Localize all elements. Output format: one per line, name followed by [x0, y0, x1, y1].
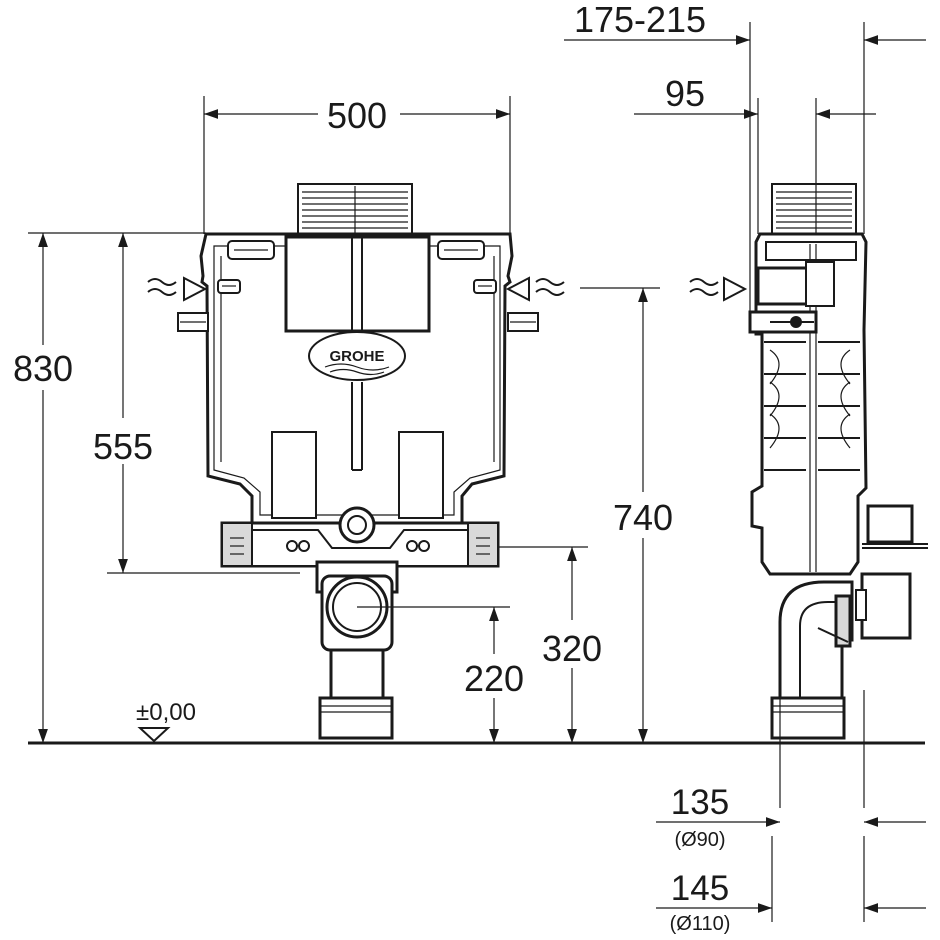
pipe110-label: 145 [671, 869, 729, 908]
water-inlet-right [473, 279, 497, 294]
outlet-high-label: 320 [542, 628, 602, 669]
dim-height-830: 830 [13, 232, 206, 743]
overall-height-label: 830 [13, 348, 73, 389]
outlet-low-label: 220 [464, 658, 524, 699]
dim-pipe-135: 135 (Ø90) [656, 690, 926, 851]
side-valve [756, 261, 835, 307]
mounting-rail [220, 521, 500, 568]
pipe90-diameter-label: (Ø90) [674, 829, 725, 851]
top-slot-left [227, 240, 275, 260]
wall-depth-label: 175-215 [574, 0, 706, 40]
water-inlet-icon-right [505, 276, 660, 302]
pipe90-label: 135 [671, 783, 729, 822]
svg-text:GROHE: GROHE [329, 348, 384, 365]
depth-label: 95 [665, 73, 705, 114]
side-bracket [748, 310, 818, 334]
dim-pipe-145: 145 (Ø110) [656, 836, 926, 935]
dim-height-740: 740 [613, 288, 673, 743]
frame-height-label: 740 [613, 497, 673, 538]
side-water-inlet-icon [689, 276, 748, 302]
dim-width-500: 500 [203, 95, 511, 234]
water-inlet-left [217, 279, 241, 294]
side-grille [771, 183, 857, 235]
brand-logo: GROHE [308, 331, 406, 381]
water-inlet-icon-left [147, 276, 208, 302]
dim-height-220: 220 [357, 606, 524, 743]
dim-depth-175-215: 175-215 [564, 0, 926, 312]
flush-plate-opening [284, 235, 431, 333]
floor-level-mark: ±0,00 [136, 699, 196, 743]
side-drain-elbow [770, 580, 854, 740]
front-grille [297, 183, 413, 235]
dim-depth-95: 95 [634, 73, 876, 234]
top-slot-right [437, 240, 485, 260]
pipe110-diameter-label: (Ø110) [670, 913, 731, 935]
dim-height-555: 555 [93, 233, 300, 574]
width-label: 500 [327, 95, 387, 136]
fixing-bracket-right [507, 312, 539, 332]
floor-level-label: ±0,00 [136, 699, 196, 726]
dim-height-320: 320 [498, 546, 602, 743]
fixing-bracket-left [177, 312, 209, 332]
flush-height-label: 555 [93, 426, 153, 467]
side-outlet-fittings [855, 504, 928, 640]
drain-outlet [315, 560, 399, 740]
front-view: GROHE [147, 183, 660, 740]
side-view [689, 183, 928, 740]
